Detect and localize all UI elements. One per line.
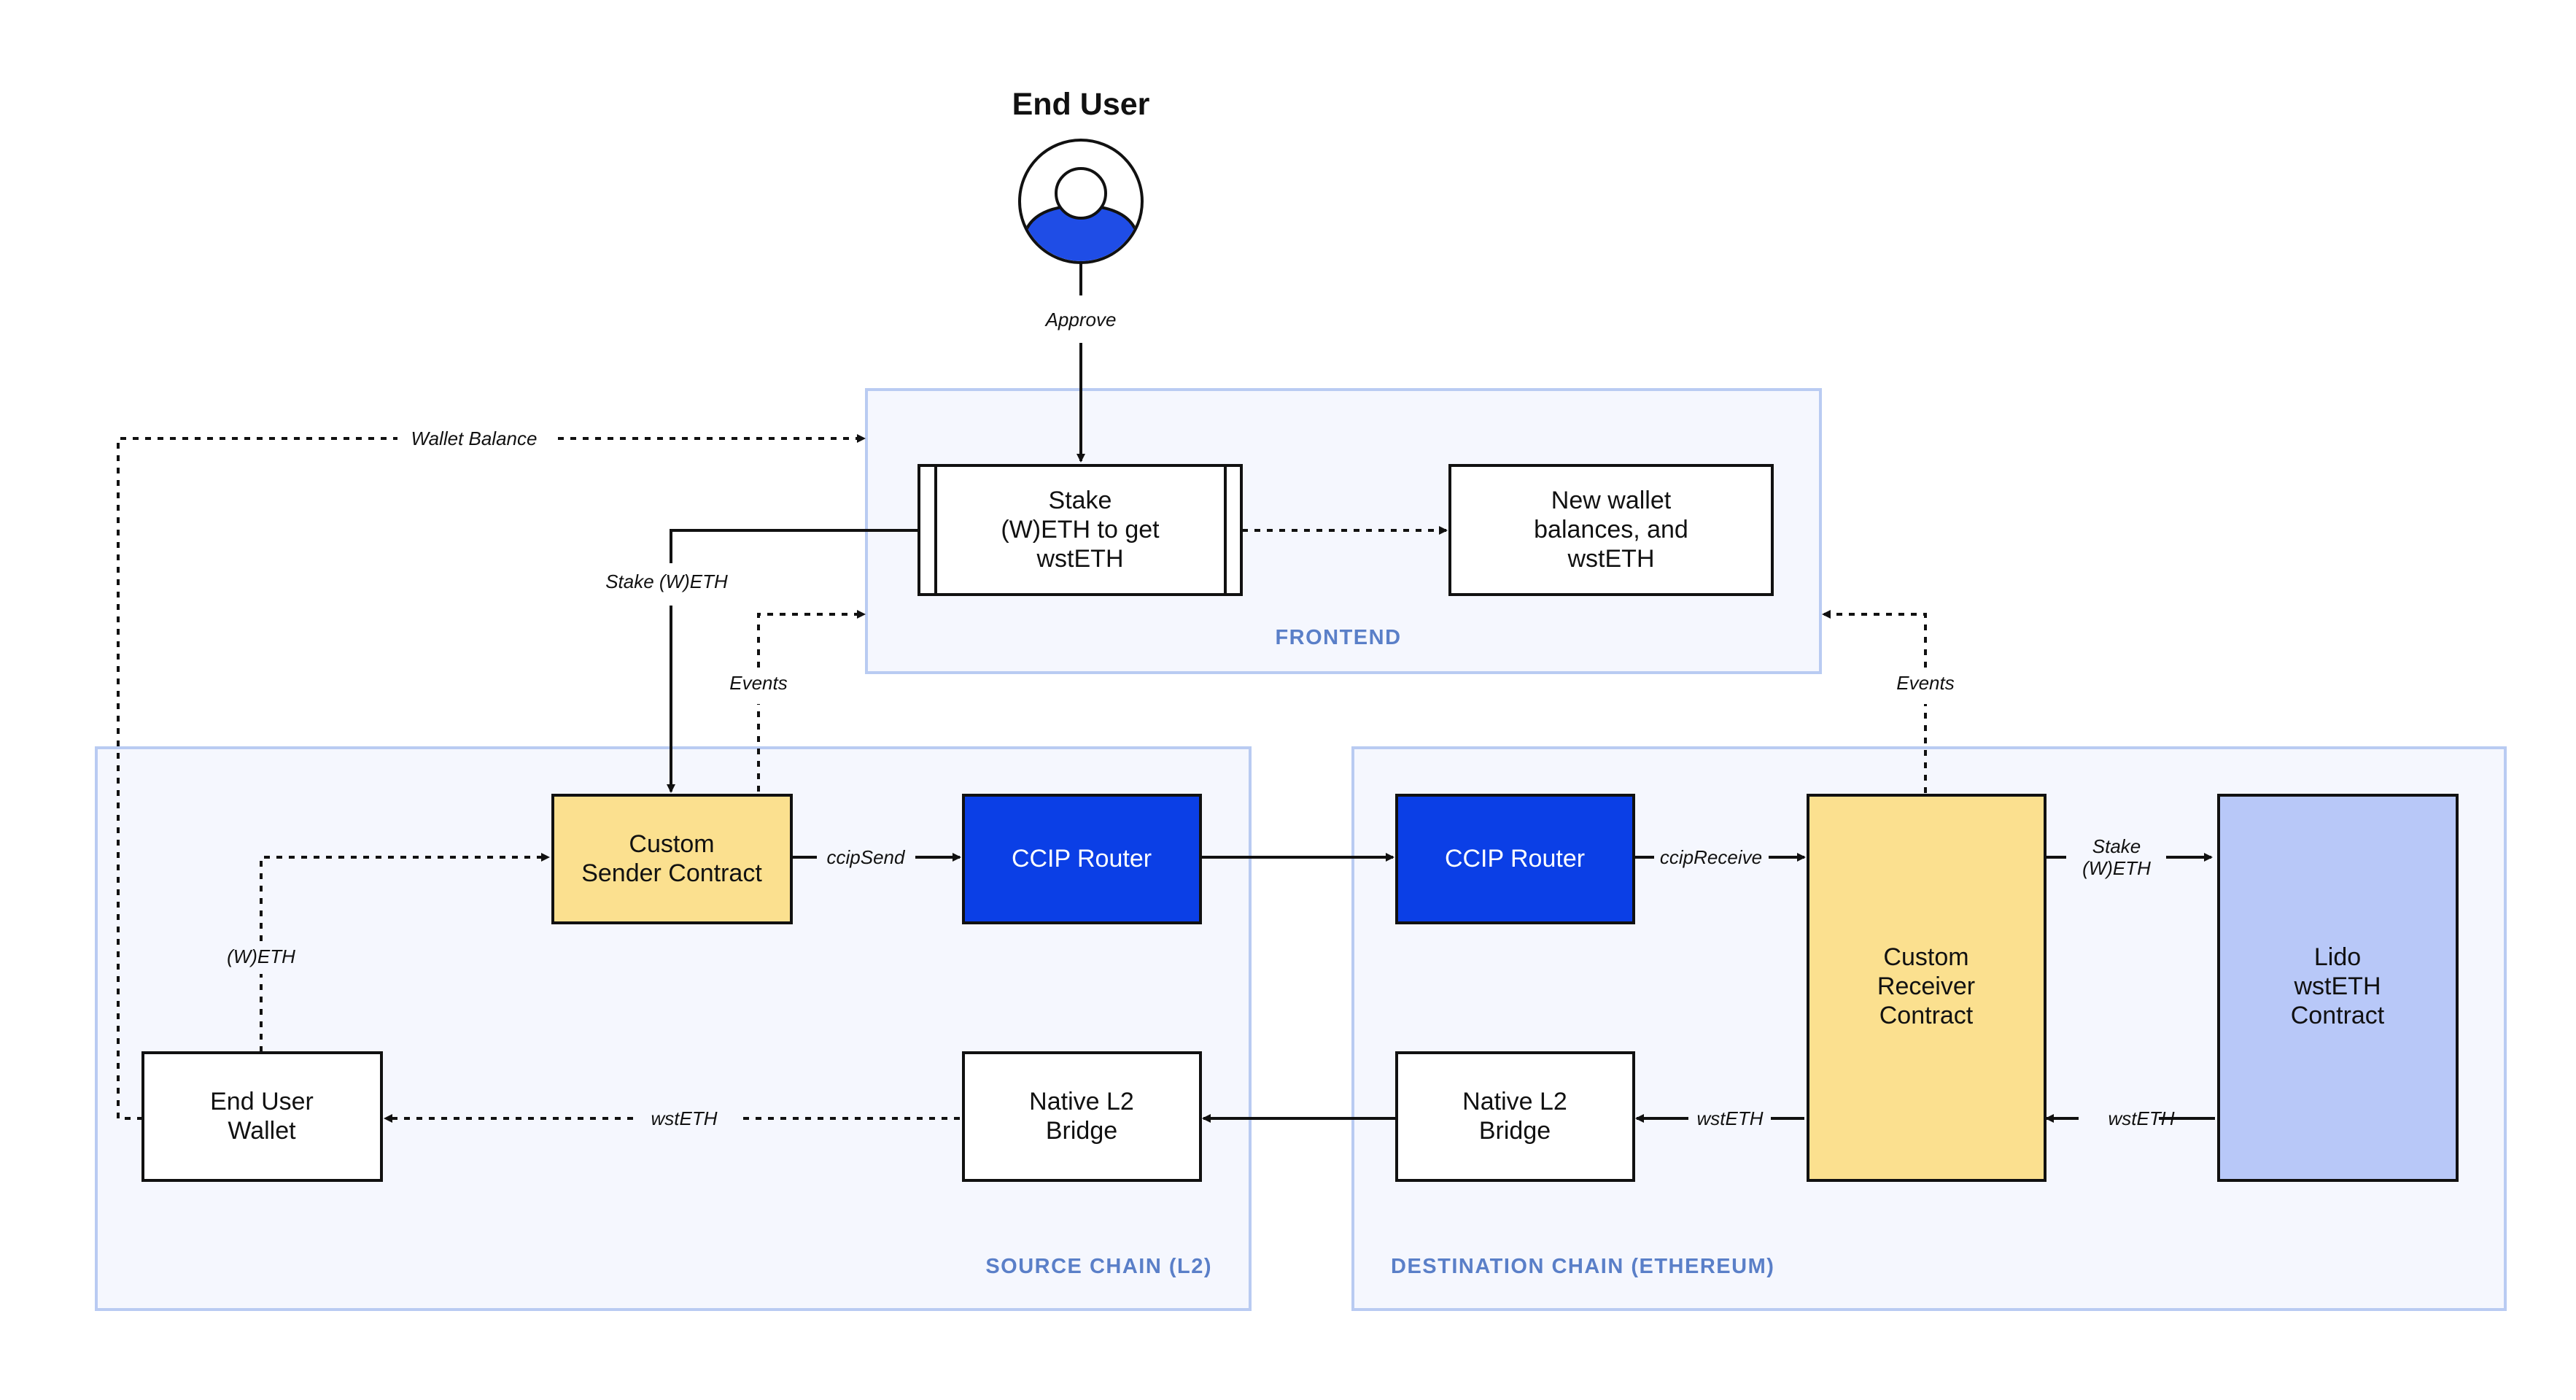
ccip-send-label: ccipSend (827, 846, 906, 868)
events-src-edge-2 (757, 610, 866, 668)
lido-node[interactable]: Lido wstETH Contract (2217, 794, 2459, 1182)
wsteth-src-label: wstETH (651, 1107, 718, 1129)
destination-chain-label: DESTINATION CHAIN (ETHEREUM) (1391, 1255, 1774, 1278)
events-dst-edge-2 (1822, 610, 1927, 668)
weth-label: (W)ETH (227, 945, 295, 967)
stake-weth-dst-label-2: (W)ETH (2082, 857, 2151, 879)
stake-node[interactable]: Stake (W)ETH to get wstETH (917, 464, 1243, 596)
stake-weth-edge (670, 529, 917, 563)
events-src-label: Events (729, 672, 788, 694)
user-avatar-icon (1018, 139, 1144, 264)
end-user-wallet-line-2: Wallet (228, 1117, 296, 1145)
frontend-label: FRONTEND (1275, 626, 1401, 649)
stake-weth-dst-label-1: Stake (2092, 835, 2141, 857)
weth-edge-2 (260, 853, 550, 941)
custom-receiver-line-3: Contract (1879, 1002, 1974, 1029)
native-bridge-src-node[interactable]: Native L2 Bridge (962, 1051, 1202, 1182)
edges (117, 263, 2215, 1123)
stake-node-line-1: Stake (1049, 487, 1112, 514)
native-bridge-dst-line-1: Native L2 (1462, 1088, 1567, 1115)
new-balances-line-1: New wallet (1551, 487, 1672, 514)
ccip-router-src-node[interactable]: CCIP Router (962, 794, 1202, 924)
wsteth-lido-label: wstETH (2108, 1107, 2175, 1129)
end-user: End User (1012, 87, 1150, 264)
lido-line-1: Lido (2314, 943, 2361, 971)
native-bridge-dst-line-2: Bridge (1479, 1117, 1551, 1145)
new-balances-node[interactable]: New wallet balances, and wstETH (1448, 464, 1774, 596)
native-bridge-src-line-2: Bridge (1046, 1117, 1117, 1145)
wsteth-dst-bridge-label: wstETH (1697, 1107, 1764, 1129)
ccip-router-dst-label: CCIP Router (1445, 845, 1585, 873)
native-bridge-src-line-1: Native L2 (1029, 1088, 1134, 1115)
wallet-balance-edge (117, 437, 397, 1120)
events-dst-label: Events (1896, 672, 1955, 694)
custom-receiver-node[interactable]: Custom Receiver Contract (1807, 794, 2047, 1182)
custom-sender-line-2: Sender Contract (581, 859, 762, 887)
custom-receiver-line-1: Custom (1883, 943, 1968, 971)
ccip-router-src-label: CCIP Router (1012, 845, 1152, 873)
ccip-receive-label: ccipReceive (1660, 846, 1762, 868)
custom-receiver-line-2: Receiver (1877, 972, 1975, 1000)
new-balances-line-3: wstETH (1567, 545, 1655, 573)
stake-node-line-3: wstETH (1036, 545, 1124, 573)
approve-label: Approve (1044, 309, 1117, 330)
custom-sender-line-1: Custom (629, 830, 714, 858)
wallet-balance-label: Wallet Balance (411, 428, 538, 449)
lido-line-3: Contract (2291, 1002, 2385, 1029)
native-bridge-dst-node[interactable]: Native L2 Bridge (1395, 1051, 1635, 1182)
end-user-wallet-line-1: End User (210, 1088, 314, 1115)
stake-node-line-2: (W)ETH to get (1001, 516, 1160, 544)
source-chain-label: SOURCE CHAIN (L2) (985, 1255, 1212, 1278)
stake-weth-label: Stake (W)ETH (605, 571, 728, 592)
new-balances-line-2: balances, and (1534, 516, 1688, 544)
end-user-wallet-node[interactable]: End User Wallet (141, 1051, 383, 1182)
lido-line-2: wstETH (2294, 972, 2381, 1000)
end-user-title: End User (1012, 87, 1150, 122)
custom-sender-node[interactable]: Custom Sender Contract (551, 794, 793, 924)
ccip-router-dst-node[interactable]: CCIP Router (1395, 794, 1635, 924)
